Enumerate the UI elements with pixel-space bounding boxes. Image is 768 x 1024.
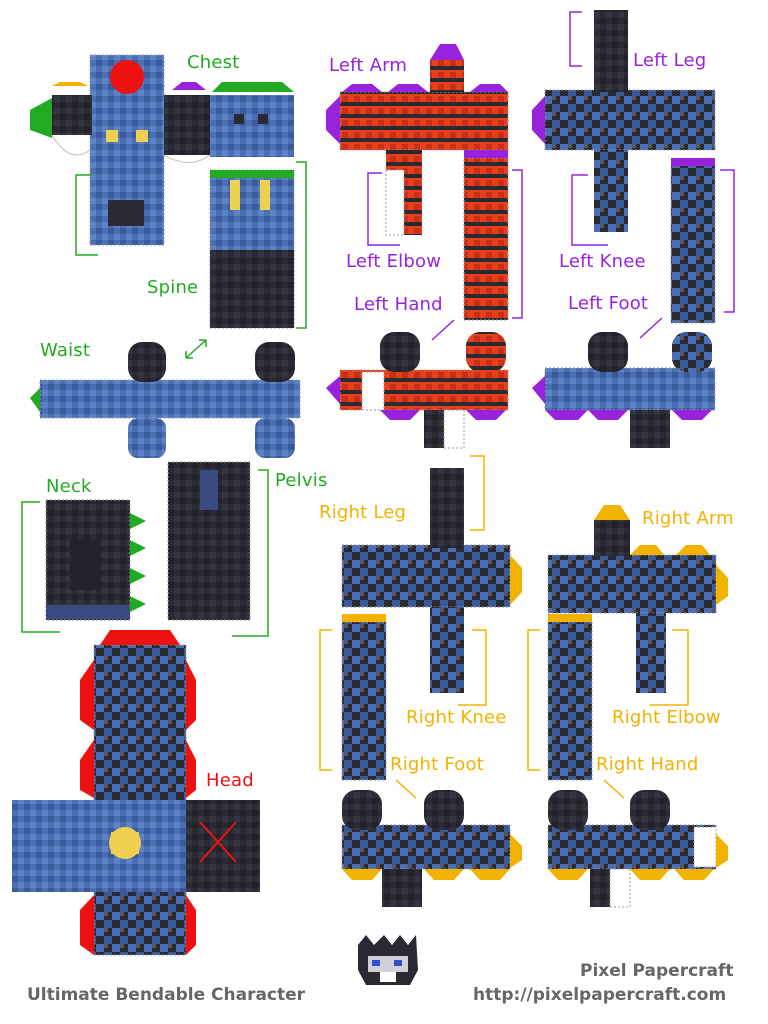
label-left-elbow: Left Elbow <box>346 251 442 272</box>
label-left-hand: Left Hand <box>354 294 443 315</box>
label-right-knee: Right Knee <box>406 707 507 728</box>
label-waist: Waist <box>40 340 91 361</box>
label-right-arm: Right Arm <box>642 508 734 529</box>
footer-url: http://pixelpapercraft.com <box>473 985 727 1005</box>
left-hand-part <box>326 319 509 449</box>
label-left-foot: Left Foot <box>568 293 649 314</box>
chest-part <box>30 54 294 256</box>
label-left-knee: Left Knee <box>559 251 646 272</box>
label-left-arm: Left Arm <box>329 55 408 76</box>
footer-brand: Pixel Papercraft <box>580 961 734 981</box>
left-foot-part <box>532 317 716 448</box>
label-head: Head <box>206 770 254 791</box>
neck-part <box>21 499 146 633</box>
right-arm-part <box>527 505 728 781</box>
left-leg-part <box>532 10 735 324</box>
label-right-hand: Right Hand <box>596 754 699 775</box>
footer-title: Ultimate Bendable Character <box>27 985 306 1005</box>
spine-part <box>209 161 307 329</box>
pelvis-part <box>167 461 269 637</box>
label-chest: Chest <box>187 52 240 73</box>
label-spine: Spine <box>147 277 199 298</box>
label-left-leg: Left Leg <box>633 50 707 71</box>
right-foot-part <box>341 779 522 907</box>
label-pelvis: Pelvis <box>275 470 328 491</box>
wolf-logo-icon <box>358 935 418 985</box>
head-part <box>12 630 260 956</box>
label-right-leg: Right Leg <box>319 502 407 523</box>
waist-part <box>30 339 301 458</box>
right-leg-part <box>319 455 522 781</box>
label-right-elbow: Right Elbow <box>612 707 721 728</box>
right-hand-part <box>547 779 728 908</box>
label-right-foot: Right Foot <box>390 754 484 775</box>
left-arm-part <box>326 44 523 321</box>
label-neck: Neck <box>46 476 92 497</box>
